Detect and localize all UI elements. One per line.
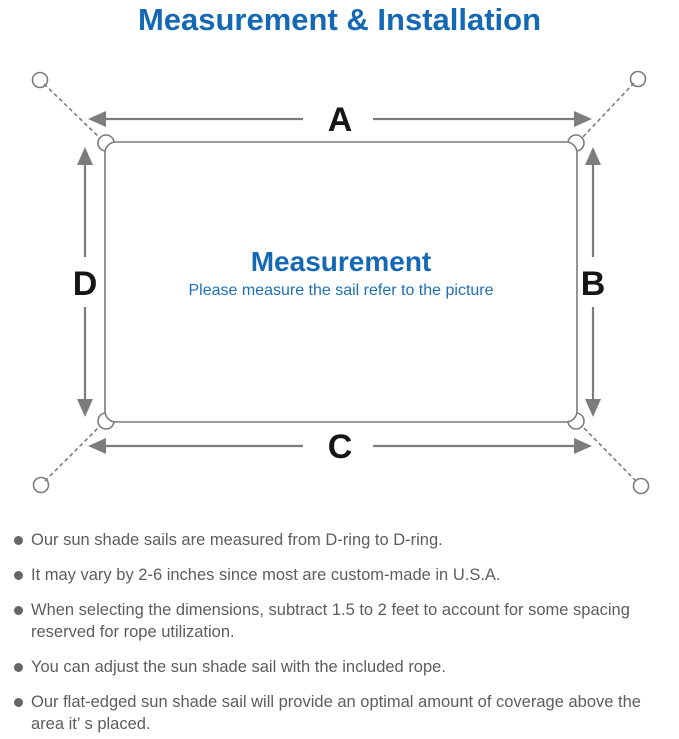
note-item: It may vary by 2-6 inches since most are…: [14, 564, 675, 586]
note-text: Our flat-edged sun shade sail will provi…: [31, 693, 641, 733]
bullet-dot-icon: [14, 571, 23, 580]
measurement-diagram: A B C D Measurement Please measure the s…: [0, 57, 679, 502]
dimension-label-b: B: [581, 265, 606, 303]
anchor-ring-bottom-right: [632, 477, 650, 495]
diagram-center-subheading: Please measure the sail refer to the pic…: [188, 282, 493, 299]
note-item: You can adjust the sun shade sail with t…: [14, 656, 675, 678]
note-item: When selecting the dimensions, subtract …: [14, 599, 675, 643]
shade-sail-diagram-svg: A B C D Measurement Please measure the s…: [31, 70, 650, 495]
diagram-center-heading: Measurement: [251, 246, 432, 277]
note-item: Our flat-edged sun shade sail will provi…: [14, 691, 675, 735]
page-title: Measurement & Installation: [137, 2, 542, 37]
anchor-ring-top-left: [31, 71, 49, 89]
dimension-arrow-left: [77, 147, 93, 417]
dimension-arrow-top: [88, 111, 592, 127]
anchor-ring-bottom-left: [32, 476, 50, 494]
bullet-dot-icon: [14, 663, 23, 672]
note-text: You can adjust the sun shade sail with t…: [31, 658, 446, 676]
bullet-dot-icon: [14, 698, 23, 707]
shade-sail-rectangle: [104, 141, 578, 423]
bullet-dot-icon: [14, 606, 23, 615]
rope-line-bottom-left: [44, 424, 102, 482]
bullet-dot-icon: [14, 536, 23, 545]
installation-notes-list: Our sun shade sails are measured from D-…: [0, 529, 679, 739]
rope-line-top-left: [43, 83, 102, 140]
rope-line-bottom-right: [580, 424, 637, 482]
dimension-label-c: C: [328, 428, 353, 466]
dimension-arrow-bottom: [88, 438, 592, 454]
note-text: Our sun shade sails are measured from D-…: [31, 531, 443, 549]
rope-line-top-right: [580, 82, 635, 140]
note-text: It may vary by 2-6 inches since most are…: [31, 566, 501, 584]
dimension-arrow-right: [585, 147, 601, 417]
dimension-label-a: A: [328, 101, 353, 139]
dimension-label-d: D: [73, 265, 98, 303]
note-item: Our sun shade sails are measured from D-…: [14, 529, 675, 551]
anchor-ring-top-right: [629, 70, 647, 88]
note-text: When selecting the dimensions, subtract …: [31, 601, 630, 641]
